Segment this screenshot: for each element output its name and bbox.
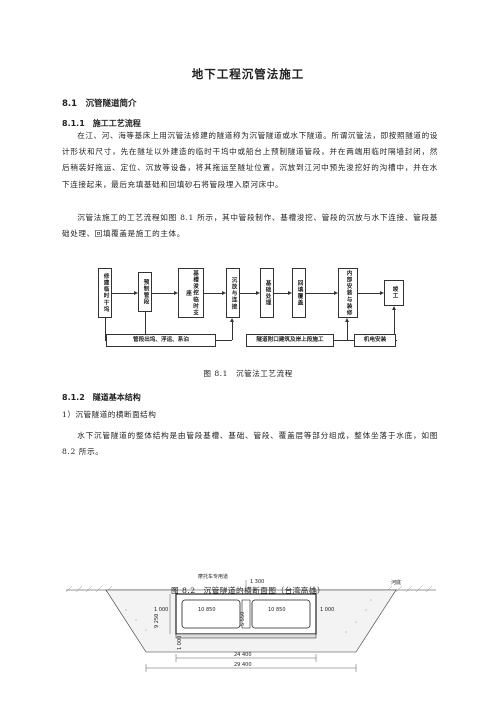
paragraph-intro: 在江、河、海等基床上用沉管法修建的隧道称为沉管隧道或水下隧道。所谓沉管法，即按照… bbox=[62, 131, 438, 189]
dim-29400: 29 400 bbox=[234, 662, 252, 668]
dim-1000-left: 1 000 bbox=[154, 607, 168, 613]
label-motorcycle-lane: 摩托车专用道 bbox=[198, 573, 228, 580]
flow-box-electrical: 机电安装 bbox=[354, 334, 396, 347]
dim-10850-right: 10 850 bbox=[268, 607, 286, 613]
flow-box-float: 管段出坞、浮运、系泊 bbox=[106, 334, 216, 347]
flow-box-install: 内部安装与装修 bbox=[338, 268, 358, 318]
dim-1000-right: 1 000 bbox=[320, 607, 334, 613]
subheading-cross-section: 1）沉管隧道的横断面结构 bbox=[62, 410, 157, 419]
section-heading-8-1-2: 8.1.2 隧道基本结构 bbox=[62, 393, 141, 402]
page-title: 地下工程沉管法施工 bbox=[191, 67, 305, 81]
dim-1000-bottom: 1 000 bbox=[177, 636, 183, 650]
dim-10850-left: 10 850 bbox=[198, 607, 216, 613]
tunnel-cross-section-diagram: 摩托车专用道 河底 1 300 1 000 10 850 10 850 1 00… bbox=[66, 573, 436, 672]
paragraph-flow: 沉管法施工的工艺流程如图 8.1 所示，其中管段制作、基槽浚挖、管段的沉放与水下… bbox=[62, 213, 438, 239]
dim-9250: 9 250 bbox=[154, 614, 160, 628]
label-riverbed: 河底 bbox=[391, 579, 401, 586]
figure-caption-8-2: 图 8.2 沉管隧道的横断面图（台湾高雄） bbox=[170, 586, 326, 595]
flow-box-backfill: 回填覆盖 bbox=[292, 268, 306, 318]
dim-1300: 1 300 bbox=[250, 579, 264, 585]
flow-box-sink: 沉放与连接 bbox=[226, 268, 240, 318]
flow-box-complete: 竣工 bbox=[384, 280, 404, 306]
section-heading-8-1-1: 8.1.1 施工工艺流程 bbox=[62, 119, 141, 128]
paragraph-structure: 水下沉管隧道的整体结构是由管段基槽、基础、管段、覆盖层等部分组成，整体坐落于水底… bbox=[62, 431, 438, 457]
flowchart-figure: 修建临时干坞 预制管段 基槽浚挖临时支座 沉放与连接 基础处理 回填覆盖 内部安… bbox=[92, 264, 412, 350]
flow-box-prefab: 预制管段 bbox=[138, 272, 152, 312]
dim-5550: 5 550 bbox=[240, 612, 246, 626]
figure-caption-8-1: 图 8.1 沉管法工艺流程 bbox=[203, 369, 293, 378]
flow-box-trench: 基槽浚挖临时支座 bbox=[178, 268, 204, 318]
dim-24400: 24 400 bbox=[234, 652, 252, 658]
section-heading-8-1: 8.1 沉管隧道简介 bbox=[62, 99, 137, 109]
flow-box-portal: 隧道附口建筑及岸上段施工 bbox=[246, 334, 334, 347]
flow-box-foundation: 基础处理 bbox=[260, 268, 274, 318]
flow-box-dry-dock: 修建临时干坞 bbox=[98, 268, 112, 318]
